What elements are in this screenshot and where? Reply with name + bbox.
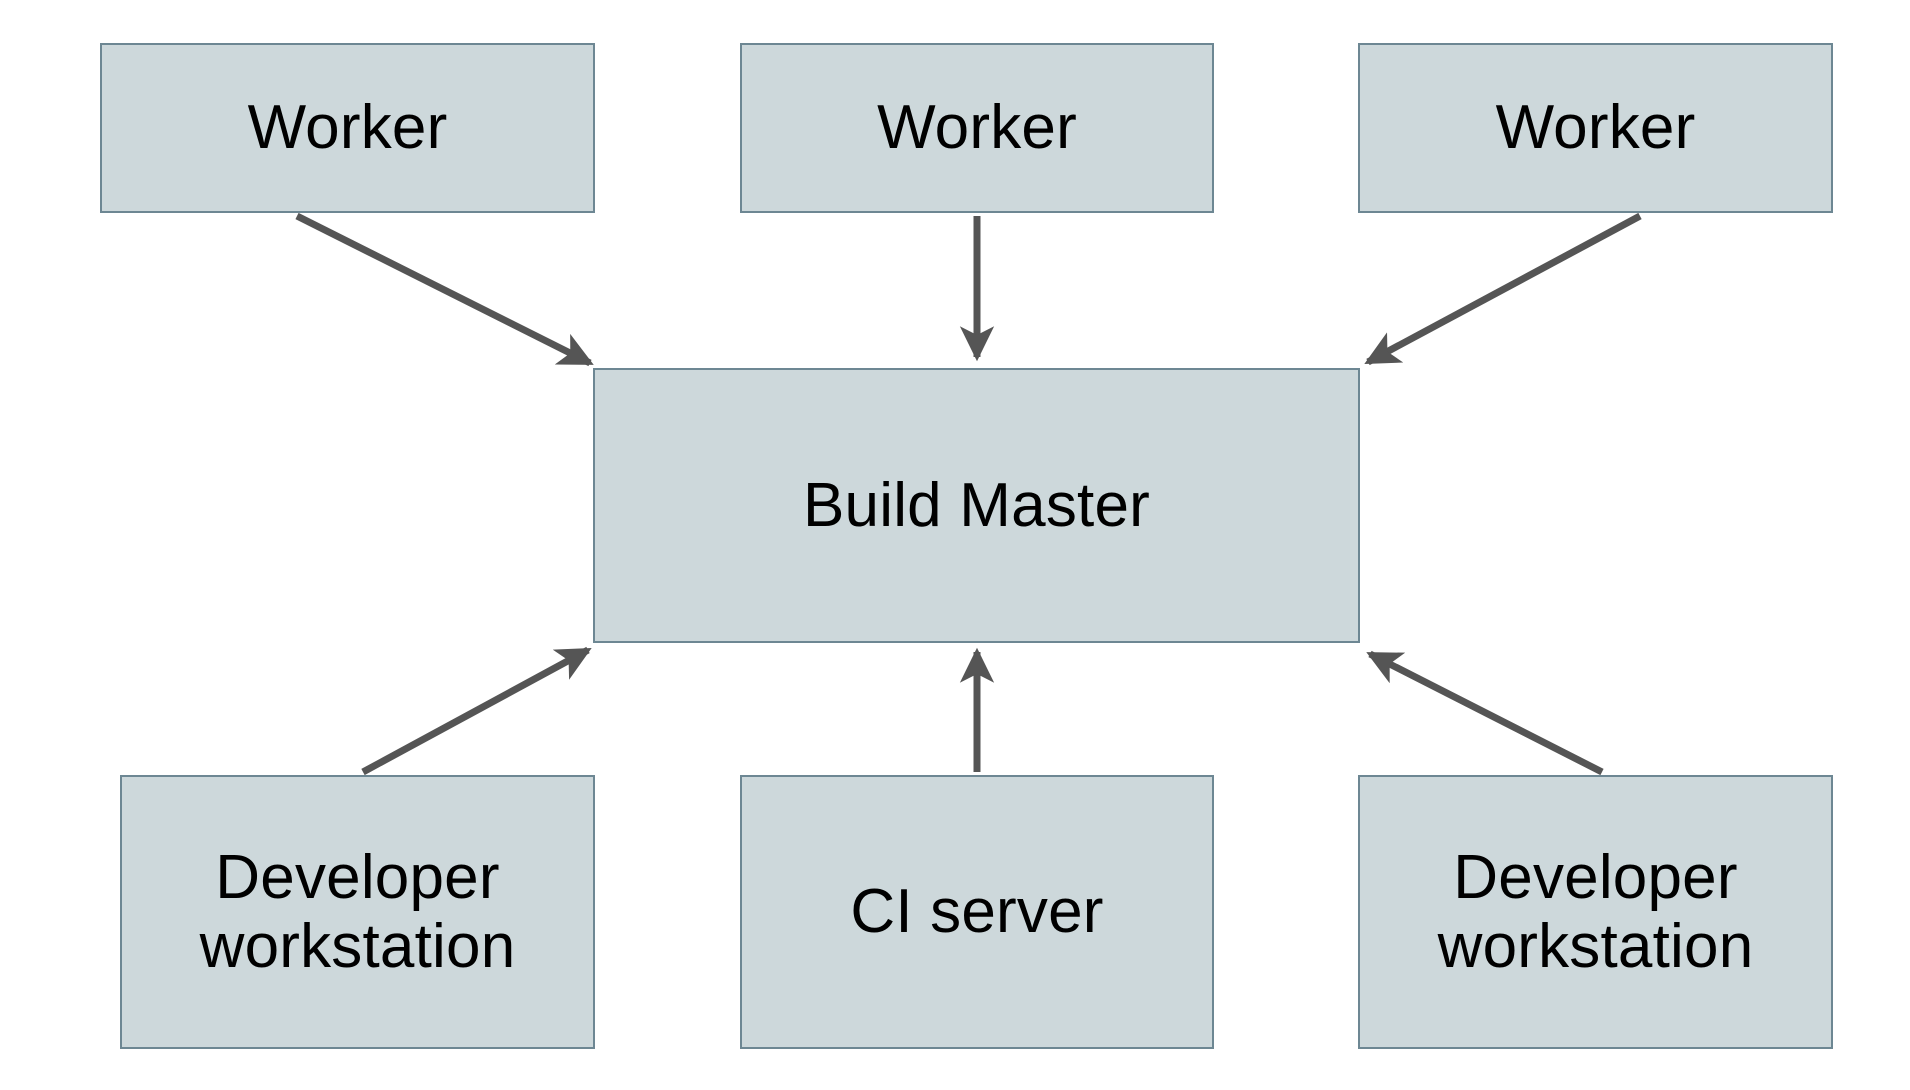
node-developer-workstation-left[interactable]: Developer workstation bbox=[120, 775, 595, 1049]
node-build-master[interactable]: Build Master bbox=[593, 368, 1360, 643]
node-worker-2[interactable]: Worker bbox=[740, 43, 1214, 213]
node-developer-workstation-right[interactable]: Developer workstation bbox=[1358, 775, 1833, 1049]
node-ci-server-label: CI server bbox=[850, 877, 1104, 947]
node-developer-workstation-right-label: Developer workstation bbox=[1437, 842, 1754, 981]
edge-worker-1-to-build-master bbox=[295, 212, 594, 367]
node-worker-1[interactable]: Worker bbox=[100, 43, 595, 213]
node-worker-1-label: Worker bbox=[247, 93, 448, 163]
edge-worker-3-to-build-master bbox=[1364, 212, 1642, 366]
node-worker-3-label: Worker bbox=[1495, 93, 1696, 163]
node-worker-3[interactable]: Worker bbox=[1358, 43, 1833, 213]
node-developer-workstation-left-label: Developer workstation bbox=[199, 842, 516, 981]
node-build-master-label: Build Master bbox=[803, 470, 1150, 540]
node-worker-2-label: Worker bbox=[877, 93, 1077, 163]
edge-dev-ws-left-to-build-master bbox=[361, 646, 592, 776]
node-ci-server[interactable]: CI server bbox=[740, 775, 1214, 1049]
edge-dev-ws-right-to-build-master bbox=[1366, 650, 1604, 776]
